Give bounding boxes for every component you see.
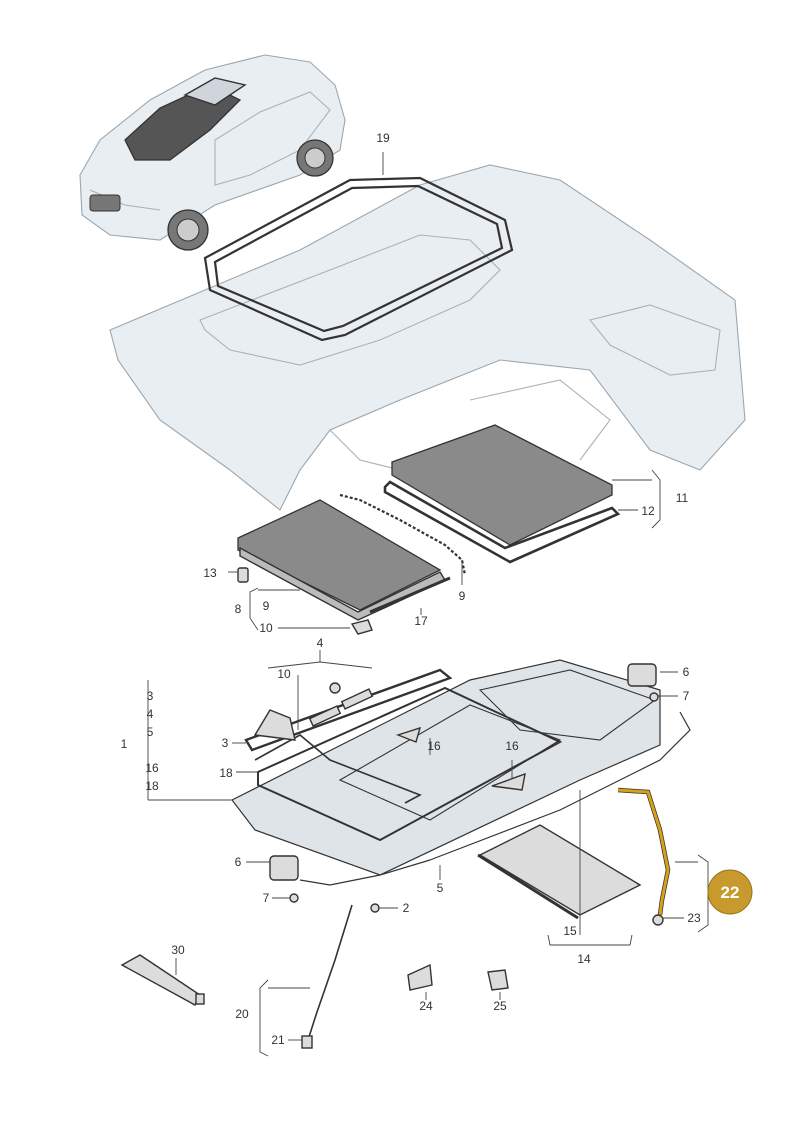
callout-13: 13 [203, 566, 217, 580]
callout-5b: 5 [437, 881, 444, 895]
part-11-rear-glass-panel [383, 424, 621, 564]
part-22-drain-hose-highlighted [617, 787, 671, 926]
callout-9b: 9 [459, 589, 466, 603]
callout-16a: 16 [145, 761, 159, 775]
part-20-drain-hose [301, 904, 353, 1049]
callout-1: 1 [121, 737, 128, 751]
callout-4a: 4 [317, 636, 324, 650]
part-17-rail [369, 576, 451, 614]
callout-21: 21 [271, 1033, 285, 1047]
callout-11: 11 [676, 491, 689, 505]
callout-6a: 6 [683, 665, 690, 679]
sunroof-frame-assembly [231, 659, 661, 876]
part-13-bolt [237, 567, 249, 583]
callout-9a: 9 [263, 599, 270, 613]
leader-lines [147, 152, 709, 1057]
part-6-motor-rear [627, 663, 659, 702]
callout-19: 19 [376, 131, 390, 145]
callout-5a: 5 [147, 725, 154, 739]
callout-16c: 16 [505, 739, 519, 753]
part-24-clip [407, 963, 433, 991]
callout-2: 2 [403, 901, 410, 915]
callout-7b: 7 [263, 891, 270, 905]
callout-23: 23 [687, 911, 701, 925]
part-14-sunblind [477, 824, 642, 920]
part-30-sealant-tube [120, 954, 205, 1006]
callout-14: 14 [577, 952, 591, 966]
callout-25: 25 [493, 999, 507, 1013]
callout-7a: 7 [683, 689, 690, 703]
callout-30: 30 [171, 943, 185, 957]
part-6-motor-front [269, 855, 431, 903]
callout-20: 20 [235, 1007, 249, 1021]
part-4-guide-parts [308, 682, 374, 727]
callout-18a: 18 [145, 779, 159, 793]
callout-10a: 10 [259, 621, 273, 635]
part-25-clip [487, 969, 509, 991]
callout-8: 8 [235, 602, 242, 616]
callout-22: 22 [721, 883, 740, 902]
roof-body-outline [109, 164, 746, 511]
part-19-roof-seal [203, 176, 514, 342]
car-thumbnail [79, 54, 346, 251]
callout-24: 24 [419, 999, 433, 1013]
part-10-clip [350, 619, 373, 635]
part-9-seal-strip [339, 493, 467, 576]
callout-3a: 3 [147, 689, 154, 703]
part-16-brackets [395, 726, 526, 791]
callout-17: 17 [414, 614, 428, 628]
callout-16b: 16 [427, 739, 441, 753]
callout-10b: 10 [277, 667, 291, 681]
callout-labels: 19 11 12 13 8 9 10 9 17 4 10 3 4 5 1 16 … [121, 131, 701, 1047]
callout-3b: 3 [222, 736, 229, 750]
part-22-highlight-badge[interactable]: 22 [707, 869, 753, 915]
callout-18b: 18 [219, 766, 233, 780]
callout-15: 15 [563, 924, 577, 938]
callout-6b: 6 [235, 855, 242, 869]
callout-12: 12 [641, 504, 655, 518]
callout-4b: 4 [147, 707, 154, 721]
